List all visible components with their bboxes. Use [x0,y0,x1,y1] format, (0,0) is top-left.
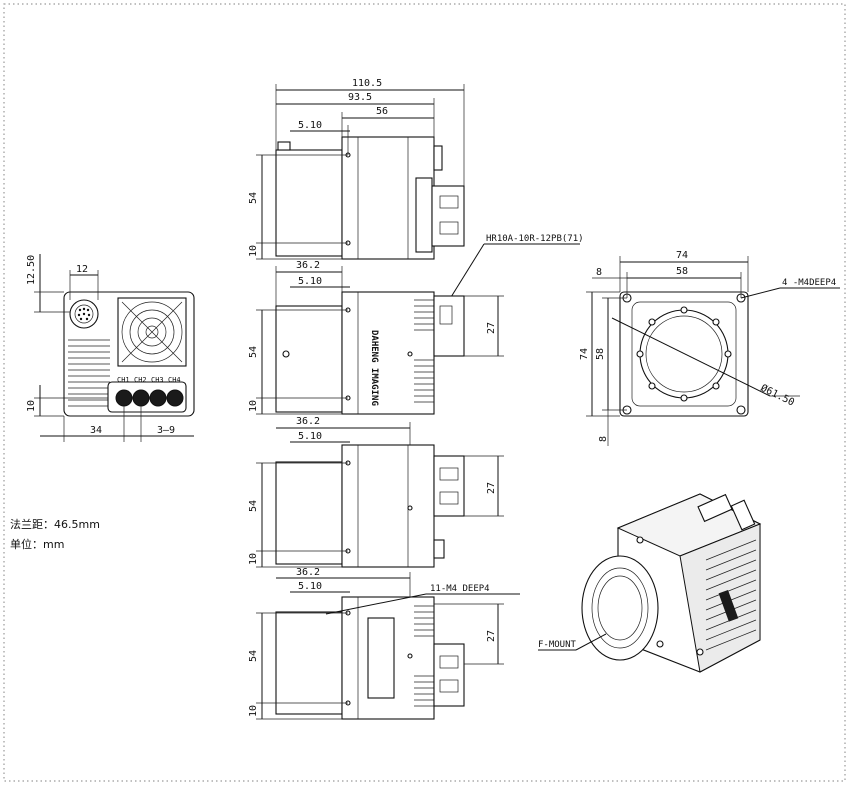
fan-ring-outer [121,301,183,363]
mount-holes-label: 4 -M4DEEP4 [782,278,836,288]
rear-dim-34: 34 [90,425,102,436]
side-view-3: 36.2 5.10 54 10 27 [248,416,504,568]
front-dim-8-top: 8 [596,267,602,278]
front-view: Ø61.50 4 -M4DEEP4 74 58 8 74 58 8 [579,250,840,446]
side3-dim-54: 54 [248,500,259,512]
side2-dim-10: 10 [248,400,259,412]
connector-block-4 [433,643,465,707]
front-dim-74-top: 74 [676,250,688,261]
side-view-4: 36.2 5.10 54 10 27 [248,567,504,720]
side4-dim-5-10: 5.10 [298,581,322,592]
side4-dim-54: 54 [248,650,259,662]
unit-note: 单位：mm [10,538,65,551]
led-label-ch2: CH2 [134,376,147,384]
camera-body-3 [341,444,435,568]
led-ch1 [115,389,133,407]
lens-mount-1 [275,149,343,257]
lens-mount-4 [275,611,343,715]
side1-dim-54: 54 [248,192,259,204]
side1-dim-110-5: 110.5 [352,78,382,89]
side2-dim-54: 54 [248,346,259,358]
side4-dim-10: 10 [248,705,259,717]
front-dim-58-top: 58 [676,266,688,277]
rear-dim-3-9: 3—9 [157,425,175,436]
side3-dim-27: 27 [486,482,497,494]
front-dim-74-left: 74 [579,348,590,360]
side1-dim-10: 10 [248,245,259,257]
connector-block-3 [433,455,465,517]
led-ch3 [149,389,167,407]
side-holes-label: 11-M4 DEEP4 [430,584,490,594]
side1-dim-56: 56 [376,106,388,117]
side3-dim-36-2: 36.2 [296,416,320,427]
led-ch4 [166,389,184,407]
brand-mark: DAHENG IMAGING [369,330,379,406]
side-view-2: DAHENG IMAGING 36.2 5.10 54 10 27 [248,260,504,415]
side2-dim-5-10: 5.10 [298,276,322,287]
label-plate [367,617,395,699]
side4-dim-27: 27 [486,630,497,642]
rear-dim-10: 10 [26,400,37,412]
f-mount-label: F-MOUNT [538,640,577,650]
iso-side-face [679,523,761,673]
side2-dim-27: 27 [486,322,497,334]
led-label-ch1: CH1 [117,376,130,384]
front-dim-8-bottom: 8 [598,436,609,442]
isometric-view: F-MOUNT [538,493,762,673]
lens-mount-3 [275,461,343,565]
side1-dim-5-10: 5.10 [298,120,322,131]
led-label-ch3: CH3 [151,376,164,384]
side3-dim-5-10: 5.10 [298,431,322,442]
rear-dim-12-50: 12.50 [26,255,37,285]
led-label-ch4: CH4 [168,376,181,384]
side2-dim-36-2: 36.2 [296,260,320,271]
connector-inner [74,304,94,324]
connector-block-2 [433,295,465,357]
side4-dim-36-2: 36.2 [296,567,320,578]
flange-note: 法兰距：46.5mm [10,518,100,531]
side-view-1: 110.5 93.5 56 5.10 54 10 [248,78,465,260]
dotted-border [3,3,846,782]
lens-opening-inner [645,315,723,393]
connector-label: HR10A-10R-12PB(71) [486,234,584,244]
front-diameter: Ø61.50 [759,382,797,409]
side1-dim-93-5: 93.5 [348,92,372,103]
rear-dim-12: 12 [76,264,88,275]
connector-block-1 [431,185,465,247]
side3-dim-10: 10 [248,553,259,565]
lens-mount-2 [275,305,343,413]
front-dim-58-left: 58 [595,348,606,360]
led-ch2 [132,389,150,407]
rear-view: CH1 CH2 CH3 CH4 12 12.50 10 34 3—9 [26,254,195,442]
iso-lens-mount [581,555,659,661]
